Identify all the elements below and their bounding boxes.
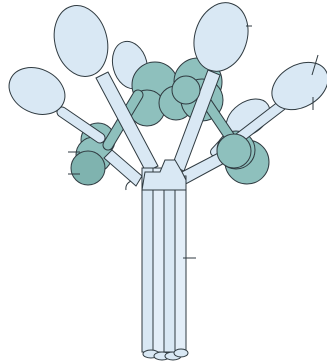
knob xyxy=(217,134,251,168)
stalk-tube xyxy=(175,176,186,352)
tick-mark xyxy=(126,181,131,190)
knob xyxy=(172,76,200,104)
stalk-tube xyxy=(142,168,153,352)
stalk-tube xyxy=(153,168,164,352)
paddle-top-left xyxy=(47,0,116,83)
stalk xyxy=(142,160,188,360)
knob xyxy=(71,151,105,185)
stalk-tube xyxy=(164,168,175,352)
